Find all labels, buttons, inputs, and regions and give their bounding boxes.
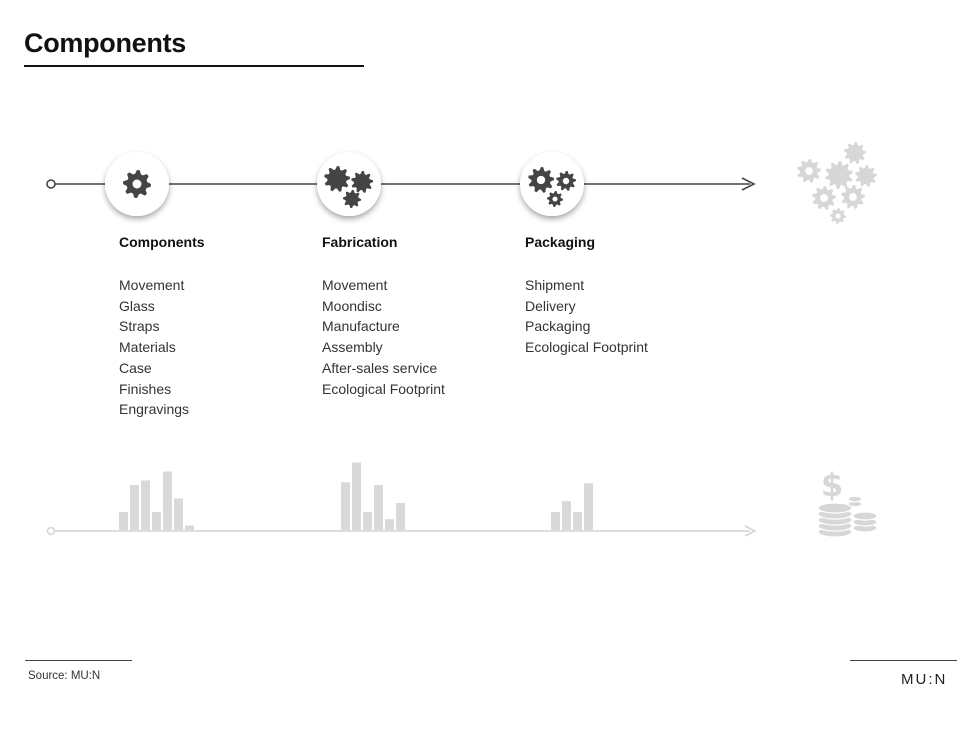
- cost-bar: [584, 483, 593, 530]
- title-underline: [24, 65, 364, 67]
- list-item: Moondisc: [322, 297, 382, 314]
- page-title: Components: [24, 28, 186, 58]
- cost-bar: [396, 503, 405, 530]
- cost-bar: [363, 512, 372, 530]
- cost-bar: [130, 485, 139, 530]
- list-item: Shipment: [525, 277, 585, 293]
- timeline-arrowhead: [741, 177, 756, 191]
- gears-icon: [528, 167, 576, 207]
- stage-heading: Packaging: [525, 234, 596, 250]
- list-item: Movement: [322, 277, 388, 293]
- cost-timeline-start-marker: [46, 526, 56, 536]
- stage-heading: Components: [119, 234, 205, 250]
- list-item: Straps: [119, 318, 160, 335]
- coin-stack-tiny: [847, 495, 863, 508]
- stage-node-packaging: [520, 152, 584, 216]
- stage-items: Shipment Delivery Packaging Ecological F…: [525, 275, 725, 358]
- stage-items: Movement Glass Straps Materials Case Fin…: [119, 275, 319, 420]
- cost-bar: [119, 512, 128, 530]
- list-item: Movement: [119, 277, 185, 293]
- list-item: Finishes: [119, 380, 172, 397]
- gear-shape: [343, 190, 361, 208]
- stage-column-components: Components Movement Glass Straps Materia…: [119, 234, 319, 420]
- timeline-start-marker: [46, 179, 56, 189]
- cost-bar: [573, 512, 582, 530]
- source-note: Source: MU:N: [28, 670, 101, 682]
- stage-node-fabrication: [317, 152, 381, 216]
- gear-hole: [562, 177, 570, 185]
- gear-hole: [805, 167, 813, 175]
- list-item: Delivery: [525, 297, 576, 314]
- list-item: Manufacture: [322, 318, 400, 335]
- stage-node-components: [105, 152, 169, 216]
- gear-shape: [855, 165, 877, 187]
- gear-hole: [132, 179, 142, 189]
- cost-bar: [185, 525, 194, 530]
- gear-shape: [324, 166, 350, 192]
- gear-hole: [536, 175, 546, 185]
- cost-bar: [385, 519, 394, 530]
- list-item: Assembly: [322, 339, 383, 356]
- cost-bar: [341, 482, 350, 530]
- stage-column-packaging: Packaging Shipment Delivery Packaging Ec…: [525, 234, 725, 358]
- dollar-sign: $: [821, 466, 843, 504]
- gear-hole: [849, 193, 857, 201]
- stage-heading: Fabrication: [322, 234, 398, 250]
- gear-shape: [844, 142, 866, 164]
- cost-bars: [119, 462, 593, 530]
- single-gear-icon: [123, 170, 151, 198]
- cost-bar: [174, 498, 183, 530]
- gear-shape: [351, 171, 373, 193]
- footer-rule-left: [25, 660, 132, 661]
- gear-shape: [825, 161, 853, 189]
- cost-timeline-arrowhead: [744, 525, 757, 537]
- gear-cluster-icon: [324, 166, 373, 208]
- cost-bar: [374, 485, 383, 530]
- cost-bar: [551, 512, 560, 530]
- stage-items: Movement Moondisc Manufacture Assembly A…: [322, 275, 522, 399]
- list-item: Ecological Footprint: [525, 339, 648, 356]
- cost-bar: [352, 462, 361, 530]
- gear-hole: [820, 194, 828, 202]
- coin-stack-large: [817, 502, 853, 538]
- dollar-coins-icon: $: [817, 466, 878, 538]
- list-item: Ecological Footprint: [322, 380, 445, 397]
- cost-bar: [562, 501, 571, 530]
- stage-column-fabrication: Fabrication Movement Moondisc Manufactur…: [322, 234, 522, 399]
- footer-rule-right: [850, 660, 957, 661]
- gear-hole: [835, 213, 841, 219]
- cost-bar: [163, 471, 172, 530]
- list-item: Materials: [119, 339, 176, 356]
- coin-stack-small: [852, 511, 878, 533]
- gear-hole: [552, 196, 558, 202]
- list-item: Glass: [119, 297, 155, 314]
- gears-group-icon: [797, 142, 877, 224]
- brand-logo: MU:N: [901, 671, 948, 688]
- list-item: Packaging: [525, 318, 591, 335]
- list-item: Engravings: [119, 401, 190, 418]
- list-item: After-sales service: [322, 359, 438, 376]
- cost-bar: [152, 512, 161, 530]
- cost-bar: [141, 480, 150, 530]
- list-item: Case: [119, 359, 152, 376]
